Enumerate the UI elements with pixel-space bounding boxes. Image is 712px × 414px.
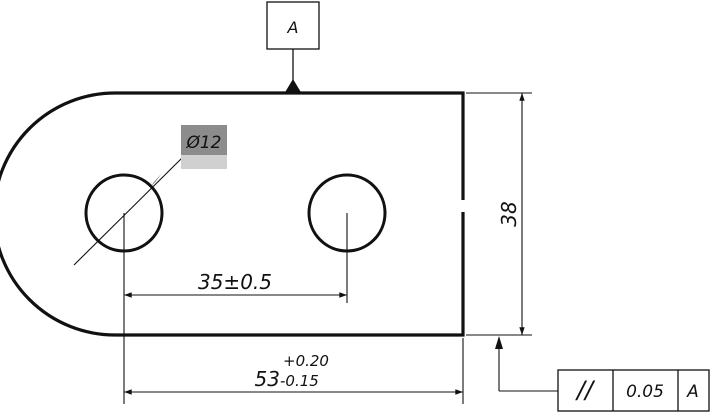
datum-symbol: A — [266, 1, 320, 94]
tolerance-leader-arrow — [495, 336, 503, 349]
datum-triangle — [284, 79, 302, 94]
length-upper-tolerance: +0.20 — [283, 352, 329, 370]
height-label: 38 — [497, 201, 521, 226]
diameter-arrow — [150, 173, 162, 187]
tolerance-value: 0.05 — [626, 382, 664, 402]
length-lower-tolerance: -0.15 — [280, 372, 319, 390]
diameter-callout: Ø12 — [185, 133, 221, 153]
datum-label: A — [287, 18, 299, 37]
part-outline — [0, 91, 465, 337]
tolerance-datum: A — [686, 382, 699, 402]
diameter-highlight-strip — [181, 155, 227, 169]
length-nominal: 53 — [255, 367, 280, 391]
hole-spacing-label: 35±0.5 — [198, 270, 272, 294]
datum-box — [266, 1, 320, 50]
parallelism-symbol: // — [575, 376, 596, 404]
diameter-leader — [73, 153, 187, 266]
tolerance-frame: // 0.05 A — [557, 369, 710, 412]
diameter-highlight — [181, 125, 227, 155]
tolerance-frame-outline — [557, 369, 710, 412]
